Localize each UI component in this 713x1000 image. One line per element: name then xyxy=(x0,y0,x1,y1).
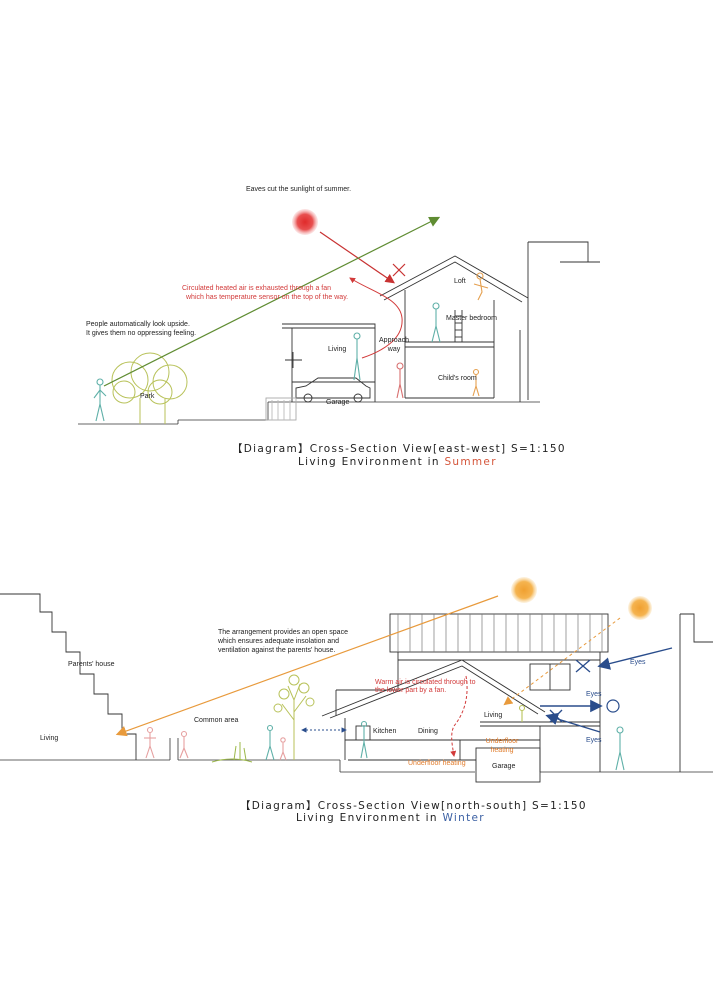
winter-sun-ray-long xyxy=(115,595,499,737)
winter-caption-season: Winter xyxy=(442,812,485,824)
eyes-block-mark-1 xyxy=(575,659,591,673)
room-living-parents: Living xyxy=(40,735,59,742)
eyes-open-mark xyxy=(606,699,620,713)
room-living-winter: Living xyxy=(484,712,503,719)
underfloor-2-line1: Underfloor xyxy=(485,738,519,745)
summer-sun xyxy=(292,209,318,235)
sightline-arrow xyxy=(103,216,441,387)
underfloor-heating-1: Underfloor heating xyxy=(408,760,466,767)
summer-people xyxy=(93,272,489,422)
summer-sun-ray xyxy=(319,231,395,284)
arrangement-note-line3: ventilation against the parents' house. xyxy=(218,647,336,654)
summer-house xyxy=(265,241,600,421)
approach-line2: way xyxy=(387,346,401,353)
warm-air-arrow xyxy=(450,675,468,757)
eyes-label-2: Eyes xyxy=(586,691,602,698)
warm-air-line1: Warm air is circulated through to xyxy=(375,679,476,686)
people-note-line2: It gives them no oppressing feeling. xyxy=(86,330,197,337)
area-park: Park xyxy=(140,393,155,400)
approach-line1: Approach xyxy=(379,337,409,344)
room-loft: Loft xyxy=(454,278,466,285)
room-parents-house: Parents' house xyxy=(68,661,115,668)
arrangement-note-line1: The arrangement provides an open space xyxy=(218,629,348,636)
winter-sun-2 xyxy=(628,596,652,620)
people-note-line1: People automatically look upside. xyxy=(86,321,190,328)
air-note-line2: which has temperature sensor on the top … xyxy=(186,294,349,301)
room-master-bedroom: Master bedroom xyxy=(446,315,497,322)
winter-sun-ray-short xyxy=(503,617,621,706)
summer-caption-prefix: Living Environment in xyxy=(298,456,445,468)
summer-caption-line1: 【Diagram】Cross-Section View[east-west] S… xyxy=(232,443,566,455)
winter-sun-1 xyxy=(511,577,537,603)
warm-air-line2: the lower part by a fan. xyxy=(375,687,447,694)
summer-caption-season: Summer xyxy=(444,456,497,468)
room-dining: Dining xyxy=(418,728,438,735)
summer-block-mark xyxy=(392,263,406,277)
common-area-tree xyxy=(211,674,315,763)
eyes-arrow-3 xyxy=(545,712,601,733)
summer-ground xyxy=(78,401,540,425)
eyes-label-3: Eyes xyxy=(586,737,602,744)
area-common: Common area xyxy=(194,717,239,724)
winter-caption-prefix: Living Environment in xyxy=(296,812,443,824)
winter-ground xyxy=(0,738,713,773)
eaves-note: Eaves cut the sunlight of summer. xyxy=(246,186,352,193)
eyes-arrow-1 xyxy=(597,647,673,670)
underfloor-2-line2: heating xyxy=(490,747,514,754)
eyes-label-1: Eyes xyxy=(630,659,646,666)
room-childs-room: Child's room xyxy=(438,375,477,382)
heated-air-arrow xyxy=(349,277,403,359)
room-living-summer: Living xyxy=(328,346,347,353)
arrangement-note-line2: which ensures adequate insolation and xyxy=(218,638,340,645)
eyes-block-mark-2 xyxy=(549,709,563,723)
room-kitchen: Kitchen xyxy=(373,728,397,735)
parents-house xyxy=(0,593,137,760)
room-garage-summer: Garage xyxy=(326,399,350,406)
room-approach-way: Approach way xyxy=(376,336,412,354)
winter-caption-line1: 【Diagram】Cross-Section View[north-south]… xyxy=(240,800,587,812)
air-note-line1: Circulated heated air is exhausted throu… xyxy=(182,285,332,292)
underfloor-heating-2: Underfloor heating xyxy=(482,737,522,755)
summer-caption-line2: Living Environment in Summer xyxy=(298,456,497,468)
room-garage-winter: Garage xyxy=(492,763,516,770)
winter-people xyxy=(144,704,625,771)
winter-caption-line2: Living Environment in Winter xyxy=(296,812,485,824)
